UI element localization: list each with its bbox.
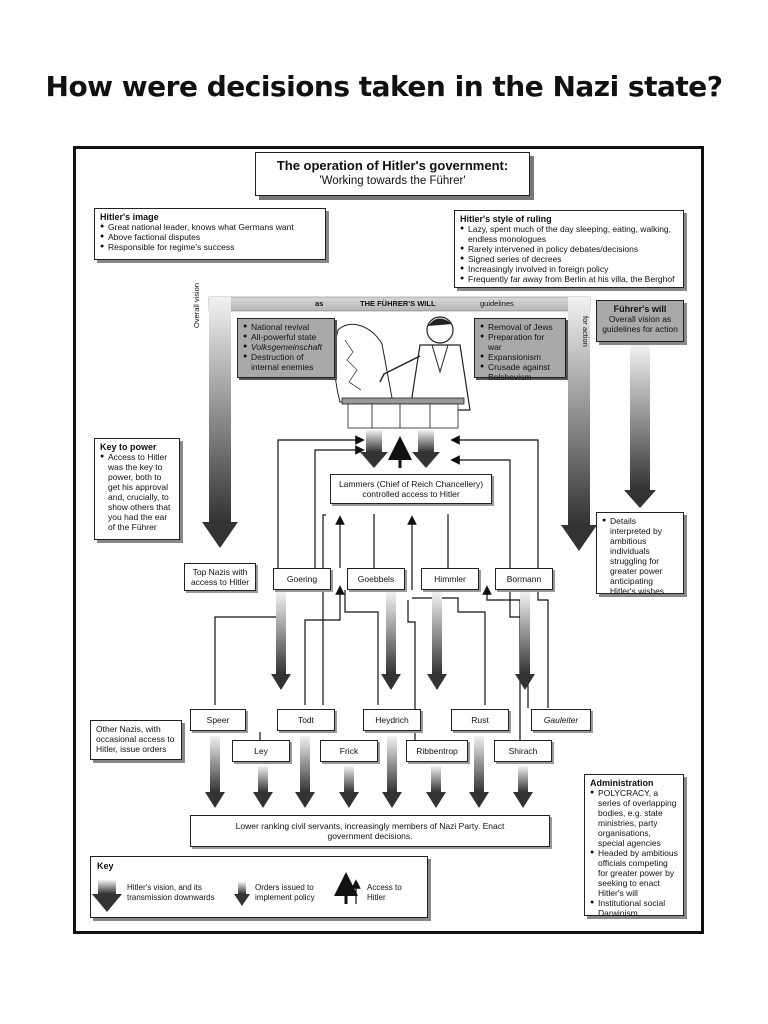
name-box-goering: Goering: [273, 568, 331, 590]
vision-left-box: National revival All-powerful state Volk…: [237, 318, 335, 378]
lammers-box: Lammers (Chief of Reich Chancellery) con…: [330, 474, 492, 504]
list-item: Rarely intervened in policy debates/deci…: [460, 244, 678, 254]
band-left-vertical-label: Overall vision: [192, 268, 201, 328]
key-to-power-box: Key to power Access to Hitler was the ke…: [94, 438, 180, 540]
name-box-ribbentrop: Ribbentrop: [406, 740, 468, 762]
band-as-label: as: [315, 299, 324, 308]
other-nazis-box: Other Nazis, with occasional access to H…: [90, 720, 182, 760]
list-item: Above factional disputes: [100, 232, 320, 242]
style-of-ruling-heading: Hitler's style of ruling: [460, 214, 552, 224]
name-frick: Frick: [339, 746, 359, 756]
diagram-subtitle: 'Working towards the Führer': [319, 175, 466, 187]
key-heading: Key: [97, 861, 114, 871]
administration-heading: Administration: [590, 778, 654, 788]
fuhrers-will-text: Overall vision as guidelines for action: [602, 314, 678, 334]
name-heydrich: Heydrich: [375, 715, 409, 725]
name-box-shirach: Shirach: [494, 740, 552, 762]
page-title: How were decisions taken in the Nazi sta…: [45, 70, 723, 103]
name-gauleiter: Gauleiter: [543, 715, 579, 725]
key-orders-label: Orders issued to implement policy: [255, 883, 315, 902]
name-bormann: Bormann: [506, 574, 542, 584]
name-box-frick: Frick: [320, 740, 378, 762]
fuhrers-will-heading: Führer's will: [613, 304, 667, 314]
list-item: Lazy, spent much of the day sleeping, ea…: [460, 224, 678, 244]
lower-civil-servants-box: Lower ranking civil servants, increasing…: [190, 815, 550, 847]
name-box-bormann: Bormann: [495, 568, 553, 590]
fuhrers-will-box: Führer's will Overall vision as guidelin…: [596, 300, 684, 342]
list-item: All-powerful state: [243, 332, 329, 342]
list-item: National revival: [243, 322, 329, 332]
list-item: Frequently far away from Berlin at his v…: [460, 274, 678, 284]
diagram-title-box: The operation of Hitler's government: 'W…: [255, 152, 530, 196]
list-item: Destruction of internal enemies: [243, 352, 329, 372]
band-center-label: THE FÜHRER'S WILL: [360, 299, 436, 308]
name-box-ley: Ley: [232, 740, 290, 762]
list-item: Institutional social Darwinism: [590, 898, 678, 918]
name-rust: Rust: [471, 715, 489, 725]
band-left-vertical-text: Overall vision: [192, 282, 201, 328]
band-right-vertical-label: for action: [581, 316, 590, 376]
top-nazis-text: Top Nazis with access to Hitler: [190, 567, 250, 587]
name-box-speer: Speer: [190, 709, 246, 731]
name-box-todt: Todt: [277, 709, 335, 731]
key-vision-label: Hitler's vision, and its transmission do…: [127, 883, 215, 902]
administration-box: Administration POLYCRACY, a series of ov…: [584, 774, 684, 918]
name-box-gauleiter: Gauleiter: [531, 709, 591, 731]
list-item: Access to Hitler was the key to power, b…: [100, 452, 174, 532]
key-access-label: Access to Hitler: [367, 883, 402, 902]
name-box-heydrich: Heydrich: [363, 709, 421, 731]
list-item: Headed by ambitious officials competing …: [590, 848, 678, 898]
key-symbols: [92, 872, 361, 912]
band-guidelines-label: guidelines: [480, 299, 514, 308]
key-to-power-heading: Key to power: [100, 442, 157, 452]
list-item: Volksgemeinschaft: [243, 342, 329, 352]
list-item: Responsible for regime's success: [100, 242, 320, 252]
name-shirach: Shirach: [508, 746, 538, 756]
other-nazis-text: Other Nazis, with occasional access to H…: [96, 724, 175, 754]
name-ley: Ley: [254, 746, 268, 756]
list-item: POLYCRACY, a series of overlapping bodie…: [590, 788, 678, 848]
list-item: Crusade against Bolshevism: [480, 362, 560, 382]
vision-right-box: Removal of Jews Preparation for war Expa…: [474, 318, 566, 382]
name-box-himmler: Himmler: [421, 568, 479, 590]
lower-civil-servants-text: Lower ranking civil servants, increasing…: [235, 821, 505, 841]
hitlers-image-heading: Hitler's image: [100, 212, 159, 222]
hitlers-image-box: Hitler's image Great national leader, kn…: [94, 208, 326, 260]
style-of-ruling-box: Hitler's style of ruling Lazy, spent muc…: [454, 210, 684, 288]
key-box: Key Hitler's vision, and its transmissio…: [90, 856, 428, 918]
name-box-rust: Rust: [451, 709, 509, 731]
name-speer: Speer: [206, 715, 230, 725]
top-nazis-box: Top Nazis with access to Hitler: [184, 563, 256, 591]
name-goebbels: Goebbels: [357, 574, 395, 584]
list-item: Preparation for war: [480, 332, 560, 352]
fuhrers-will-band: [202, 296, 597, 551]
list-item: Details interpreted by ambitious individ…: [602, 516, 678, 596]
name-todt: Todt: [297, 715, 315, 725]
list-item: Expansionism: [480, 352, 560, 362]
name-box-goebbels: Goebbels: [347, 568, 405, 590]
name-goering: Goering: [286, 574, 318, 584]
diagram-title: The operation of Hitler's government:: [276, 158, 509, 173]
list-item: Removal of Jews: [480, 322, 560, 332]
list-item: Signed series of decrees: [460, 254, 678, 264]
band-right-vertical-text: for action: [581, 316, 590, 347]
list-item: Great national leader, knows what German…: [100, 222, 320, 232]
lammers-text: Lammers (Chief of Reich Chancellery) con…: [338, 479, 484, 499]
details-box: Details interpreted by ambitious individ…: [596, 512, 684, 596]
name-ribbentrop: Ribbentrop: [416, 746, 458, 756]
name-himmler: Himmler: [434, 574, 466, 584]
hitler-illustration: [333, 316, 471, 429]
list-item: Increasingly involved in foreign policy: [460, 264, 678, 274]
